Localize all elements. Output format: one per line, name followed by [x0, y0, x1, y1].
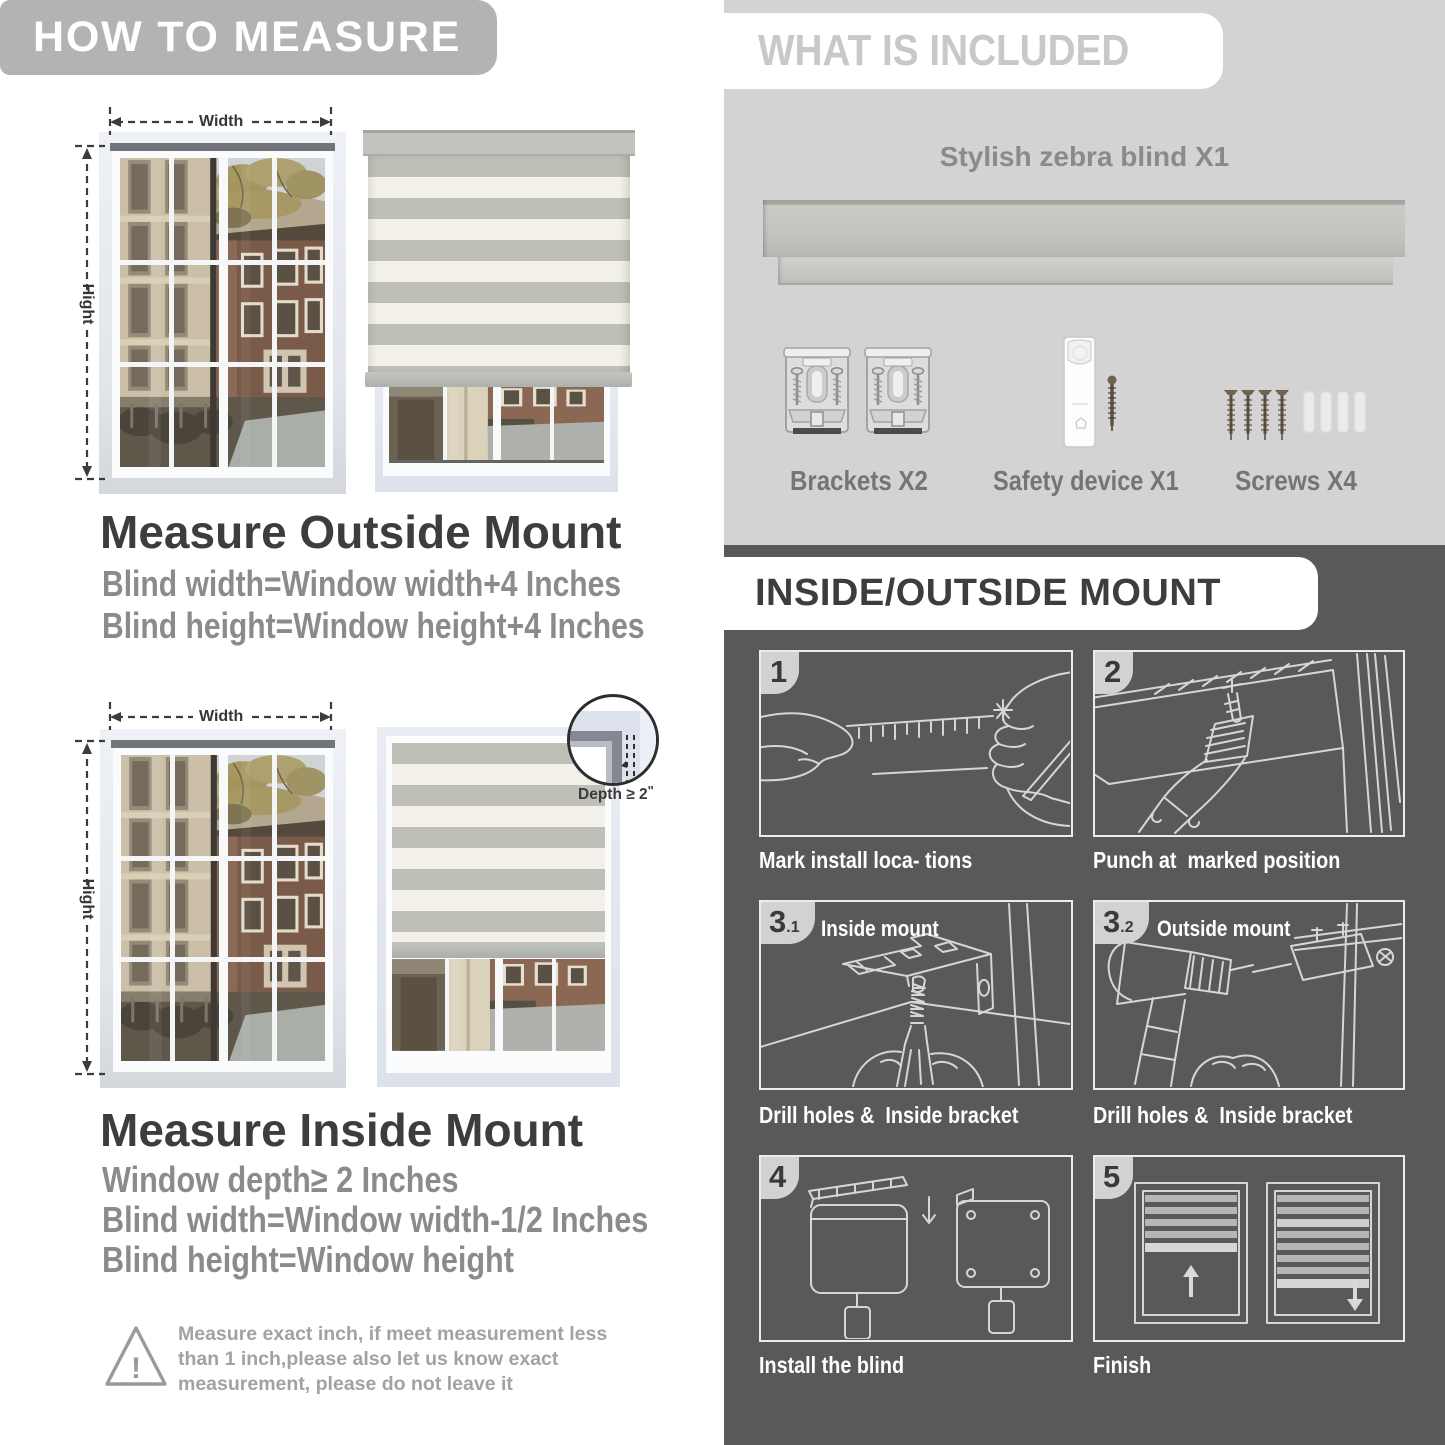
- svg-text:!: !: [131, 1352, 141, 1385]
